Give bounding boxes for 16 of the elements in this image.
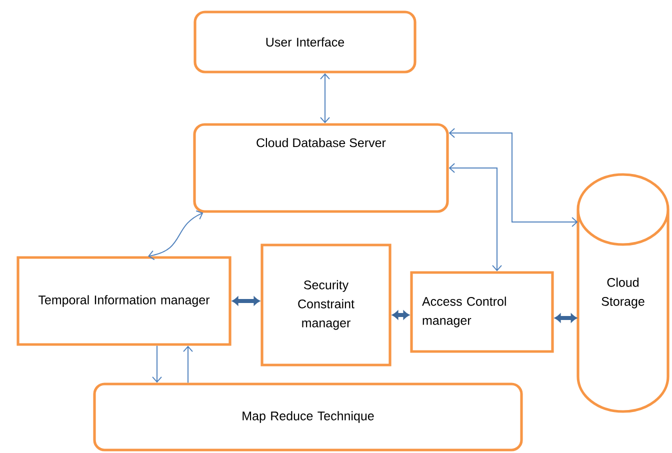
process-box: Security Constraint manager bbox=[260, 244, 392, 366]
arrow bbox=[320, 73, 330, 124]
arrow bbox=[183, 346, 193, 384]
arrow bbox=[448, 128, 578, 227]
arrow bbox=[448, 163, 502, 272]
process-box: Access Control manager bbox=[410, 271, 554, 353]
arrow bbox=[392, 310, 410, 320]
arrow bbox=[148, 210, 204, 260]
server-box: Cloud Database Server bbox=[193, 123, 449, 213]
arrow bbox=[152, 345, 162, 383]
process-box: Temporal Information manager bbox=[16, 256, 232, 346]
storage-cylinder: Cloud Storage bbox=[576, 173, 670, 413]
process-box: Map Reduce Technique bbox=[93, 382, 523, 452]
arrow bbox=[554, 314, 577, 322]
arrow bbox=[232, 296, 260, 306]
process-box: User Interface bbox=[194, 10, 416, 74]
